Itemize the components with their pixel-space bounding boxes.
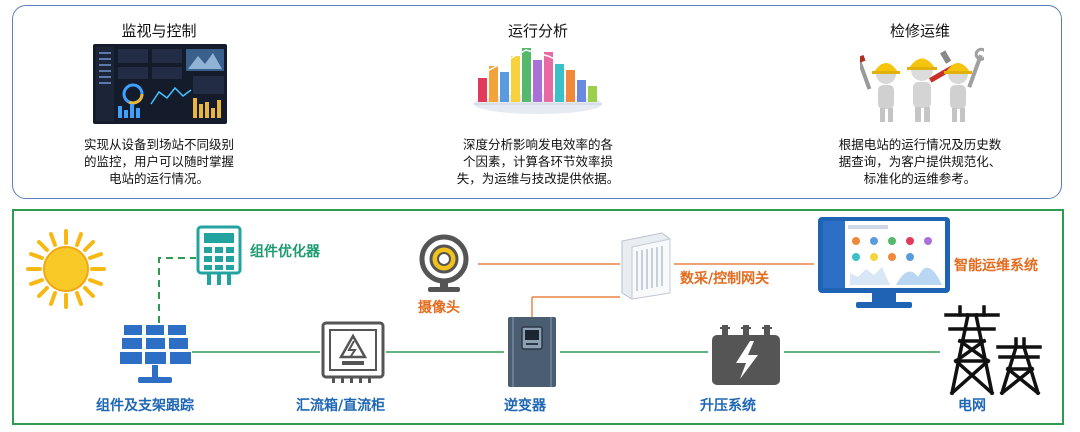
- combiner-box-icon: [320, 321, 386, 385]
- gateway-label: 数采/控制网关: [680, 271, 770, 287]
- panels-label: 组件及支架跟踪: [96, 398, 194, 414]
- optimizer-icon: [194, 225, 244, 287]
- camera-icon: [418, 231, 474, 295]
- camera-label: 摄像头: [418, 300, 460, 316]
- om-system-label: 智能运维系统: [954, 258, 1038, 274]
- monitor-icon: [816, 215, 952, 311]
- inverter-label: 逆变器: [504, 398, 546, 414]
- gateway-device-icon: [618, 231, 674, 301]
- feature-title: 运行分析: [507, 22, 568, 40]
- workers-with-tools-icon: [860, 44, 984, 124]
- transformer-icon: [708, 323, 784, 387]
- 3d-bar-chart-icon: [470, 44, 606, 116]
- feature-description: 实现从设备到场站不同级别 的监控，用户可以随时掌握 电站的运行情况。: [83, 137, 234, 186]
- power-tower-icon: [940, 303, 1044, 395]
- feature-description: 根据电站的运行情况及历史数 据查询，为客户提供规范化、 标准化的运维参考。: [838, 137, 1002, 186]
- feature-title: 检修运维: [889, 22, 950, 40]
- sun-icon: [24, 227, 108, 311]
- feature-description: 深度分析影响发电效率的各 个因素，计算各环节效率损 失，为运维与技改提供依据。: [456, 137, 620, 186]
- optimizer-link: [158, 257, 196, 323]
- combiner-label: 汇流箱/直流柜: [296, 398, 386, 414]
- transformer-label: 升压系统: [700, 398, 756, 414]
- inverter-icon: [504, 315, 560, 391]
- system-diagram-panel: 组件优化器 摄像头 数采/控制网关: [12, 209, 1064, 425]
- connection-lines: [158, 257, 940, 353]
- features-panel: 监视与控制: [12, 5, 1062, 199]
- dashboard-screenshot-icon: [93, 44, 227, 124]
- solar-panel-icon: [116, 321, 194, 387]
- feature-title: 监视与控制: [121, 22, 197, 40]
- grid-label: 电网: [958, 398, 986, 414]
- optimizer-label: 组件优化器: [250, 244, 320, 260]
